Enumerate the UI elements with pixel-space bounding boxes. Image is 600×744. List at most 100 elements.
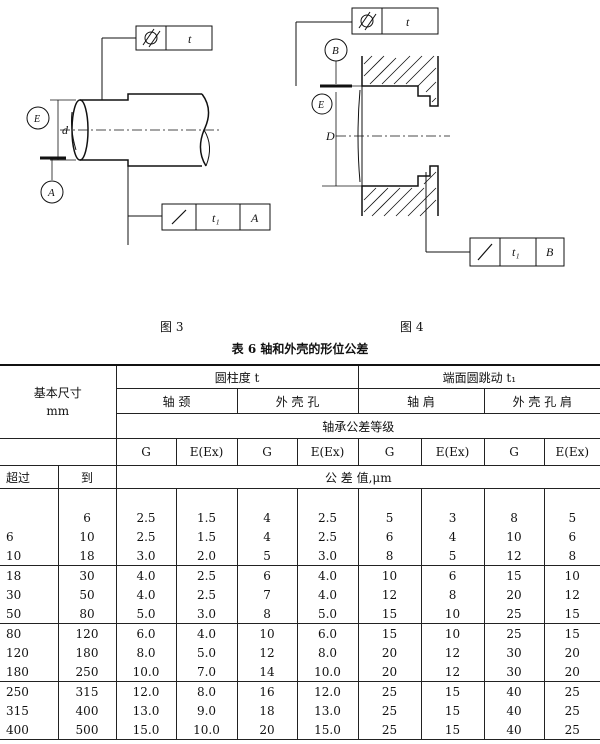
over-header: 超过: [0, 465, 59, 489]
table-cell: 6: [236, 565, 298, 585]
table-cell: 8: [483, 508, 545, 527]
table-cell: 12: [420, 662, 485, 682]
cylindricity-header: 圆柱度 t: [115, 364, 359, 389]
table-cell: 15: [357, 604, 422, 624]
table-cell: 40: [483, 720, 545, 740]
fig4-cylindricity-icon: [358, 11, 377, 31]
grade-cell: G: [115, 438, 177, 466]
table-cell: 8.0: [115, 643, 177, 662]
fig4-drawing: [295, 7, 565, 267]
fig3-circle-e-label: E: [33, 114, 40, 125]
table-cell: 8: [236, 604, 298, 624]
table-cell: 6: [0, 527, 59, 546]
table-cell: 3.0: [115, 546, 177, 566]
table-cell: 12: [483, 546, 545, 566]
housing-hole-header: 外 壳 孔: [236, 388, 359, 414]
table-cell: 8: [357, 546, 422, 566]
table-cell: 2.5: [175, 585, 238, 604]
table-cell: 4.0: [296, 565, 359, 585]
table-cell: 3: [420, 508, 485, 527]
fig4-caption: 图 4: [400, 320, 424, 334]
table-cell: 10: [543, 565, 600, 585]
fig3-frame-bottom-value: t₁: [212, 211, 220, 225]
table-cell: 50: [0, 604, 59, 624]
table-cell: 15: [357, 623, 422, 643]
table-cell: 500: [57, 720, 117, 740]
table-cell: 80: [0, 623, 59, 643]
fig4-frame-bottom-datum: B: [546, 245, 554, 259]
table-cell: 10: [57, 527, 117, 546]
table-cell: 40: [483, 681, 545, 701]
table-cell: 1.5: [175, 527, 238, 546]
table-cell: 250: [0, 681, 59, 701]
table-cell: 120: [57, 623, 117, 643]
table-cell: 250: [57, 662, 117, 682]
table-cell: 15: [543, 623, 600, 643]
journal-header: 轴 颈: [115, 388, 238, 414]
fig4-datum-label: B: [332, 45, 339, 57]
table-cell: 25: [357, 720, 422, 740]
table-cell: 4.0: [115, 585, 177, 604]
table-cell: 30: [483, 643, 545, 662]
fig3-cylindricity-icon: [142, 28, 161, 48]
table-cell: 120: [0, 643, 59, 662]
table-cell: 15.0: [115, 720, 177, 740]
grade-row-header: 轴承公差等级: [115, 413, 600, 439]
table-cell: 8.0: [296, 643, 359, 662]
grade-cell: G: [483, 438, 545, 466]
grade-cell: E(Ex): [296, 438, 359, 466]
table-cell: 6: [57, 508, 117, 527]
table-cell: 18: [57, 546, 117, 566]
fig4-circle-e-label: E: [317, 100, 324, 111]
fig4-diameter-label: D: [325, 129, 335, 143]
table-cell: 13.0: [296, 701, 359, 720]
table-cell: 12: [420, 643, 485, 662]
table-cell: 2.5: [296, 527, 359, 546]
table-cell: 2.5: [115, 527, 177, 546]
table-cell: 7: [236, 585, 298, 604]
grade-blank: [0, 438, 117, 466]
table-cell: 4.0: [175, 623, 238, 643]
fig3-frame-bottom-datum: A: [250, 211, 259, 225]
table-cell: 25: [357, 701, 422, 720]
shoulder-header: 轴 肩: [357, 388, 485, 414]
table-cell: 2.0: [175, 546, 238, 566]
table-cell: 15: [543, 604, 600, 624]
grade-cell: G: [236, 438, 298, 466]
housing-shoulder-header: 外 壳 孔 肩: [483, 388, 600, 414]
table-cell: 4: [420, 527, 485, 546]
table-cell: 30: [57, 565, 117, 585]
fig4-frame-top-value: t: [406, 15, 410, 29]
table-cell: 25: [357, 681, 422, 701]
table-cell: 12: [236, 643, 298, 662]
table-cell: 6.0: [296, 623, 359, 643]
fig3-caption: 图 3: [160, 320, 184, 334]
table-cell: 12.0: [115, 681, 177, 701]
table-cell: 16: [236, 681, 298, 701]
table-cell: [0, 508, 59, 527]
table-cell: 180: [0, 662, 59, 682]
table-cell: 12.0: [296, 681, 359, 701]
table-cell: 9.0: [175, 701, 238, 720]
table-cell: 315: [0, 701, 59, 720]
table-cell: 15: [420, 701, 485, 720]
table-cell: 15: [420, 720, 485, 740]
table-cell: 5.0: [296, 604, 359, 624]
fig3-frame-top-value: t: [188, 32, 192, 46]
table-cell: 5: [236, 546, 298, 566]
table-cell: 14: [236, 662, 298, 682]
grade-cell: E(Ex): [543, 438, 600, 466]
table-cell: 5: [420, 546, 485, 566]
table-cell: 4.0: [296, 585, 359, 604]
table-cell: 10: [357, 565, 422, 585]
table-cell: 10: [0, 546, 59, 566]
